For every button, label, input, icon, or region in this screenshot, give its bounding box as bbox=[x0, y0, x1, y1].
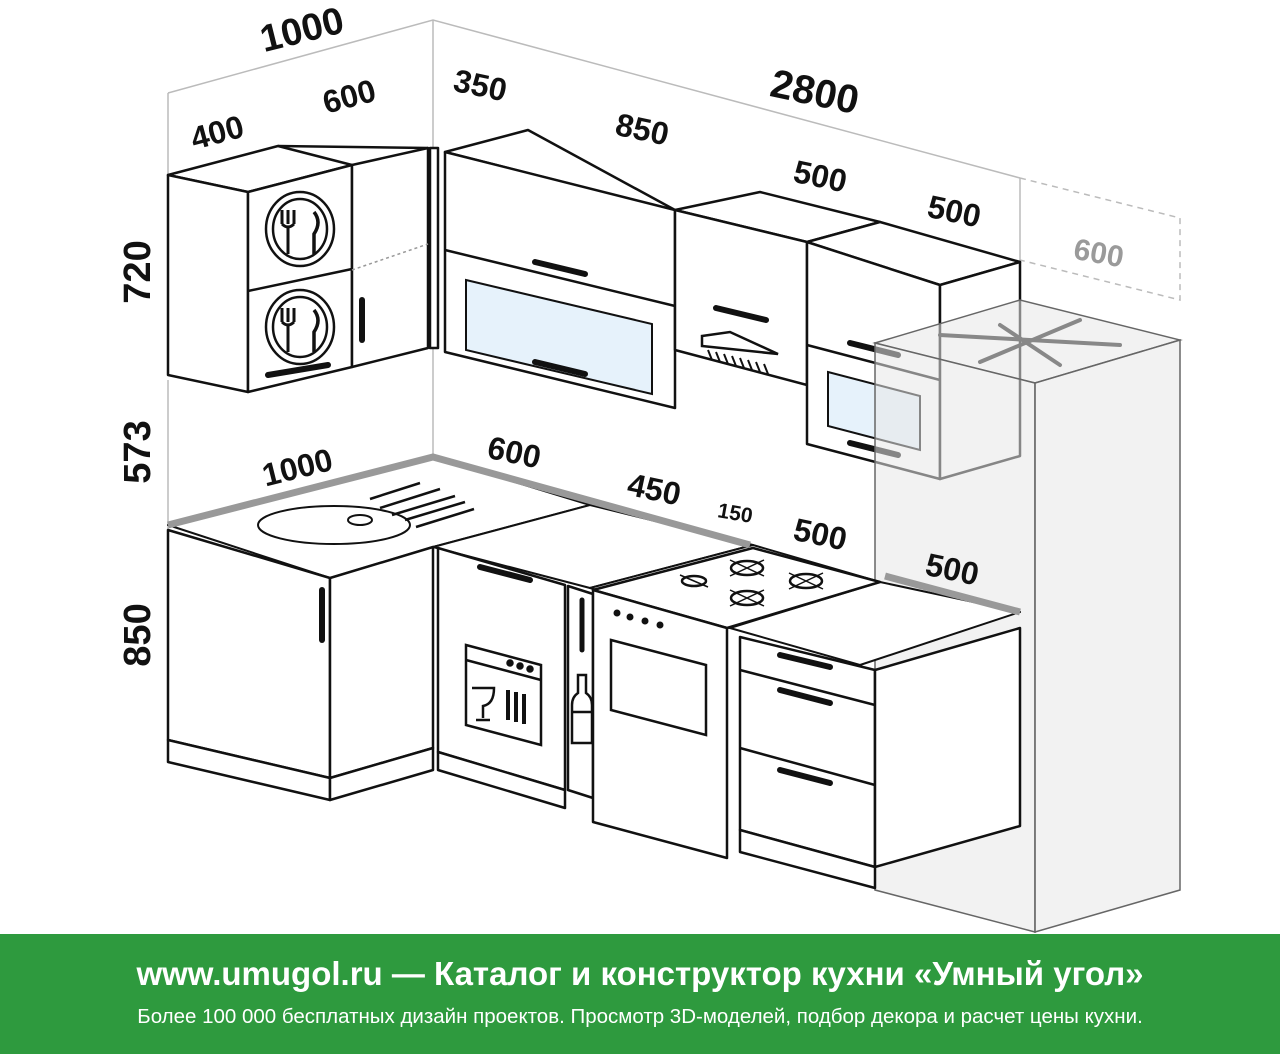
fridge-depth-outline bbox=[1019, 177, 1181, 301]
footer-banner: www.umugol.ru — Каталог и конструктор ку… bbox=[0, 934, 1280, 1054]
dim-upper-corner-total: 1000 bbox=[256, 0, 348, 61]
upper-left-cabinets bbox=[166, 144, 440, 394]
dim-upper-wall-microwave: 500 bbox=[924, 188, 984, 234]
snowflake-icon bbox=[938, 318, 1122, 367]
shelf-line bbox=[351, 243, 429, 271]
dim-upper-wall-cabinet: 850 bbox=[612, 106, 672, 152]
oven-door bbox=[609, 638, 708, 737]
dishwasher bbox=[436, 546, 567, 810]
handle bbox=[265, 362, 331, 378]
handle bbox=[477, 564, 533, 583]
dim-upper-corner-right: 600 bbox=[319, 72, 380, 121]
footer-title-link[interactable]: www.umugol.ru — Каталог и конструктор ку… bbox=[136, 955, 1144, 992]
handle bbox=[532, 359, 588, 377]
handle bbox=[777, 652, 833, 670]
drawer-cabinet bbox=[738, 626, 1022, 890]
kitchen-diagram: 1000 400 600 350 2800 850 500 500 600 72… bbox=[117, 0, 1183, 933]
sink bbox=[257, 481, 475, 545]
dim-height-base: 850 bbox=[117, 603, 159, 666]
hood-icon bbox=[700, 330, 779, 375]
dim-base-bottle: 150 bbox=[716, 499, 755, 528]
dim-height-gap: 573 bbox=[117, 420, 159, 483]
dishes-icon bbox=[264, 190, 336, 268]
stove-knobs bbox=[613, 609, 664, 629]
wall-edge bbox=[884, 572, 1021, 616]
dim-height-upper: 720 bbox=[117, 240, 159, 303]
footer-subtitle: Более 100 000 бесплатных дизайн проектов… bbox=[137, 1005, 1143, 1028]
wall-edge bbox=[167, 453, 751, 549]
handle bbox=[713, 305, 769, 323]
dim-base-corner: 600 bbox=[484, 429, 544, 475]
dim-upper-wall-hood: 500 bbox=[790, 153, 850, 199]
base-corner-cabinet bbox=[166, 528, 435, 802]
glass-panel bbox=[465, 278, 653, 396]
dishwasher-icon bbox=[464, 643, 543, 747]
dim-base-dishwasher: 450 bbox=[624, 466, 684, 512]
dishes-icon bbox=[264, 288, 336, 366]
dim-base-stove: 500 bbox=[790, 511, 850, 557]
dim-upper-corner-left: 400 bbox=[187, 108, 248, 157]
handle bbox=[777, 687, 833, 706]
dim-fridge-depth: 600 bbox=[1071, 233, 1126, 274]
dim-upper-wall-first: 350 bbox=[450, 62, 510, 108]
handle bbox=[777, 767, 833, 786]
stove-burners bbox=[679, 559, 824, 607]
handle bbox=[532, 259, 588, 277]
